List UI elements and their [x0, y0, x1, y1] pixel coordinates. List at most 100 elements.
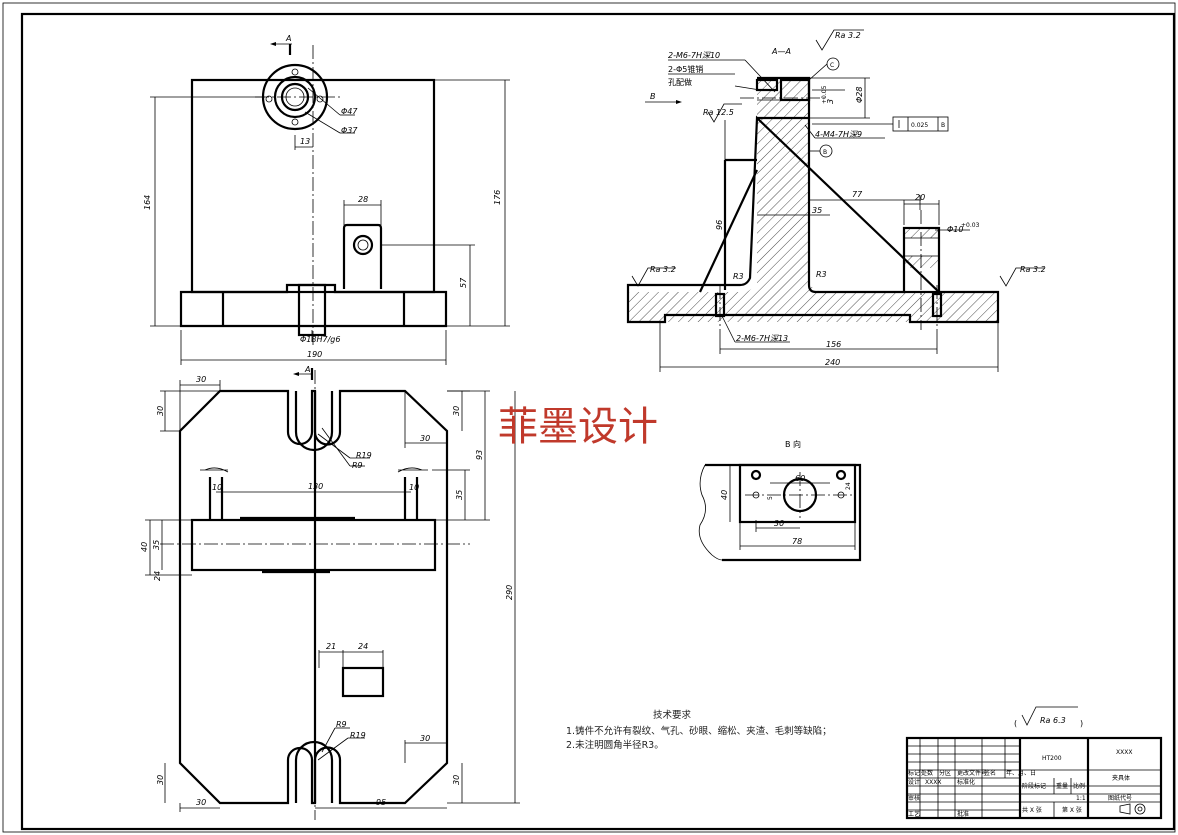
dim-28: 28: [358, 195, 368, 204]
pin-note: 2-Φ5锥销: [668, 64, 703, 74]
tb-date-label: 年、月、日: [1006, 769, 1036, 777]
pin-note-2: 孔配做: [668, 77, 692, 87]
tb-review-label: 审核: [908, 794, 920, 802]
dim-13: 13: [300, 137, 310, 146]
dim-21: 21: [326, 642, 336, 651]
dim-dia10: Φ10: [947, 225, 963, 234]
dim-96: 96: [715, 220, 724, 230]
tb-std-label: 标准化: [957, 778, 975, 786]
dim-93: 93: [475, 450, 484, 460]
tech-item-1: 1.铸件不允许有裂纹、气孔、砂眼、缩松、夹渣、毛刺等缺陷；: [566, 725, 832, 737]
tb-approve-label: 批准: [957, 810, 969, 818]
section-label: A—A: [771, 47, 791, 56]
dim-chamfer-tr-v: 30: [452, 406, 461, 416]
dim-156: 156: [826, 340, 841, 349]
tol-lower: +0.03: [961, 222, 980, 229]
roughness-mid: Ra 12.5: [703, 108, 734, 117]
roughness-right: Ra 3.2: [1020, 265, 1046, 274]
tb-material: HT200: [1042, 755, 1062, 762]
tech-item-2: 2.未注明圆角半径R3。: [566, 739, 664, 751]
tb-mark-label: 标记: [908, 769, 920, 777]
dim-40-left: 40: [140, 542, 149, 552]
tb-designer: XXXX: [925, 779, 941, 786]
general-roughness-value: Ra 6.3: [1040, 716, 1066, 725]
dim-10-right: 10: [409, 483, 419, 492]
dim-chamfer-br-v: 30: [452, 775, 461, 785]
front-view: 190 164 176 57 28 13 Φ47 Φ37 Φ18H7/g6 A: [143, 34, 510, 365]
dim-164: 164: [143, 195, 152, 210]
general-roughness: ( Ra 6.3 ): [1014, 706, 1083, 728]
tap-note: 4-M4-7H深9: [815, 130, 862, 139]
tb-scale-label: 比例: [1073, 782, 1085, 790]
tb-count-label: 处数: [921, 769, 933, 777]
svg-text:): ): [1080, 719, 1083, 728]
dim-chamfer-tl: 30: [196, 375, 206, 384]
dim-40-b: 40: [720, 490, 729, 500]
dim-r19-top: R19: [356, 451, 372, 460]
tb-part-name: 夹具体: [1112, 774, 1130, 782]
roughness-top: Ra 3.2: [835, 31, 861, 40]
dim-176: 176: [493, 190, 502, 205]
dim-95: 95: [376, 798, 386, 807]
tb-sheet2: 第 X 张: [1062, 806, 1082, 814]
dim-r9-top: R9: [352, 461, 363, 470]
tol-upper: +0.05: [821, 85, 828, 104]
dim-chamfer-br: 30: [420, 734, 430, 743]
radius-r3-right: R3: [816, 270, 827, 279]
section-mark-a-top: A: [285, 34, 291, 43]
dim-24-b: 24: [845, 482, 852, 490]
view-b-label: B 向: [785, 439, 801, 449]
fcf-tolerance: 0.025: [911, 122, 928, 129]
tb-scale: 1:1: [1076, 795, 1086, 802]
projection-symbol-icon: [1119, 803, 1146, 815]
dim-290: 290: [505, 585, 514, 600]
hole-note-2: 2-M6-7H深13: [736, 334, 788, 343]
dim-35-right: 35: [455, 490, 464, 500]
datum-c: C: [830, 62, 834, 69]
dim-dia28: Φ28: [855, 87, 864, 103]
tb-sheet: 共 X 张: [1022, 806, 1042, 814]
radius-r3-left: R3: [733, 272, 744, 281]
section-mark-a-mid: A: [304, 365, 310, 374]
dim-57: 57: [459, 277, 468, 288]
tb-process-label: 工艺: [908, 810, 920, 818]
hole-note-1: 2-M6-7H深10: [668, 51, 720, 60]
plan-view: 30 30 30 30 93 35 290 R19 R9 10 10 130: [140, 365, 520, 820]
dim-chamfer-tl-v: 30: [156, 406, 165, 416]
section-view: A—A 240 156 2-M6-7H深13: [626, 29, 1046, 372]
dim-190: 190: [307, 350, 322, 359]
inner-border: [20, 12, 1176, 831]
dim-78: 78: [792, 537, 802, 546]
view-arrow-b: B: [650, 92, 656, 101]
dim-r19-bottom: R19: [350, 731, 366, 740]
dim-24-top: 24: [358, 642, 368, 651]
tb-stage-label: 阶段标记: [1022, 782, 1046, 790]
dim-30-b: 30: [774, 519, 784, 528]
fit-note: Φ18H7/g6: [300, 335, 340, 344]
dim-20: 20: [915, 193, 925, 202]
tb-designer-label: 设计: [908, 778, 920, 786]
dim-35: 35: [812, 206, 822, 215]
tb-zone-label: 分区: [939, 769, 951, 777]
tb-drawing-no: 图纸代号: [1108, 794, 1132, 802]
dim-chamfer-tr: 30: [420, 434, 430, 443]
dim-dia47: Φ47: [341, 107, 358, 116]
tech-requirements: 技术要求 1.铸件不允许有裂纹、气孔、砂眼、缩松、夹渣、毛刺等缺陷； 2.未注明…: [566, 709, 832, 751]
dim-77: 77: [852, 190, 863, 199]
dim-5-b: 5: [767, 496, 774, 500]
tb-doc-label: 更改文件号: [957, 769, 987, 777]
title-block: 标记 处数 分区 更改文件号 签名 年、月、日 设计 XXXX 标准化 审核 工…: [905, 736, 1163, 820]
view-b: B 向 60 30 78 40 5 24: [698, 439, 862, 562]
tb-company: XXXX: [1116, 749, 1132, 756]
tb-weight-label: 重量: [1056, 782, 1068, 790]
dim-chamfer-bl-v: 30: [156, 775, 165, 785]
datum-b: B: [823, 149, 827, 156]
watermark: 菲墨设计: [498, 404, 658, 450]
dim-chamfer-bl: 30: [196, 798, 206, 807]
dim-35-left: 35: [152, 540, 161, 550]
fcf-datum: B: [941, 122, 945, 129]
dim-24: 24: [153, 571, 162, 581]
dim-60: 60: [795, 474, 805, 483]
roughness-left: Ra 3.2: [650, 265, 676, 274]
